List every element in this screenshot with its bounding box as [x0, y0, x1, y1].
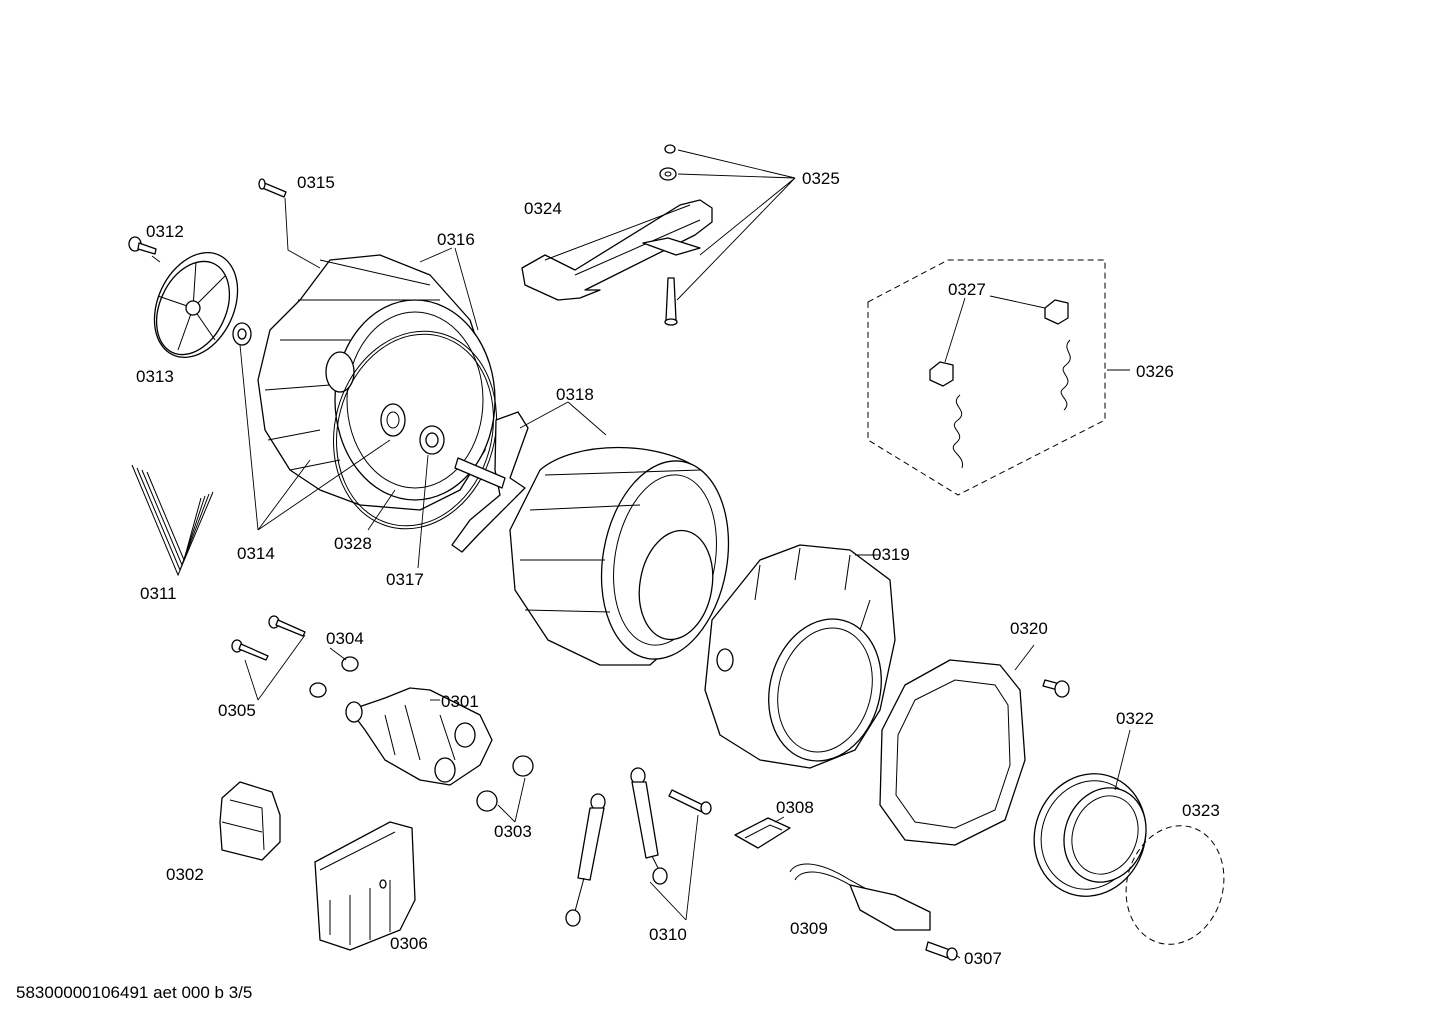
- part-0311-belt[interactable]: [131, 464, 214, 577]
- part-0308-clip[interactable]: [734, 817, 791, 849]
- part-0315-screw[interactable]: [258, 178, 287, 198]
- leader-lines: [151, 149, 1131, 959]
- part-0328-gasket[interactable]: [312, 313, 518, 548]
- part-0301-motor[interactable]: [345, 687, 493, 786]
- label-0307: 0307: [964, 949, 1002, 968]
- label-0303: 0303: [494, 822, 532, 841]
- label-0302: 0302: [166, 865, 204, 884]
- label-0301: 0301: [441, 692, 479, 711]
- label-0305: 0305: [218, 701, 256, 720]
- label-0310: 0310: [649, 925, 687, 944]
- label-0314: 0314: [237, 544, 275, 563]
- label-0326: 0326: [1136, 362, 1174, 381]
- label-0320: 0320: [1010, 619, 1048, 638]
- part-labels: 0315 0312 0316 0313 0318 0314 0328 0317 …: [136, 169, 1220, 968]
- part-0309-heater[interactable]: [789, 863, 931, 931]
- part-0303-bushings[interactable]: [476, 755, 534, 812]
- label-0328: 0328: [334, 534, 372, 553]
- label-0319: 0319: [872, 545, 910, 564]
- part-0312-screw[interactable]: [128, 236, 157, 255]
- part-0320-weight[interactable]: [879, 659, 1026, 846]
- label-0327: 0327: [948, 280, 986, 299]
- label-0313: 0313: [136, 367, 174, 386]
- label-0312: 0312: [146, 222, 184, 241]
- label-0316: 0316: [437, 230, 475, 249]
- part-0304-nuts[interactable]: [309, 656, 359, 698]
- label-0309: 0309: [790, 919, 828, 938]
- part-0323-spring-ring[interactable]: [1113, 815, 1237, 956]
- part-0302-filter[interactable]: [219, 781, 281, 861]
- part-0318-drum[interactable]: [451, 411, 743, 669]
- label-0322: 0322: [1116, 709, 1154, 728]
- part-0314-washer[interactable]: [232, 322, 252, 346]
- part-0310-shock-absorbers[interactable]: [565, 767, 712, 927]
- part-0325-fasteners[interactable]: [659, 144, 678, 326]
- label-0311: 0311: [140, 584, 177, 603]
- label-0323: 0323: [1182, 801, 1220, 820]
- label-0317: 0317: [386, 570, 424, 589]
- label-0308: 0308: [776, 798, 814, 817]
- label-0324: 0324: [524, 199, 562, 218]
- label-0306: 0306: [390, 934, 428, 953]
- part-0324-bracket[interactable]: [521, 199, 713, 301]
- part-0307-sensor[interactable]: [925, 941, 958, 961]
- label-0325: 0325: [802, 169, 840, 188]
- part-0316-tub-rear[interactable]: [257, 254, 496, 511]
- part-0319-tub-front[interactable]: [704, 544, 897, 774]
- part-0322-ring[interactable]: [1017, 758, 1163, 912]
- label-0315: 0315: [297, 173, 335, 192]
- part-0317-bearing[interactable]: [419, 425, 445, 455]
- part-0306-module[interactable]: [314, 821, 416, 951]
- part-0320-screw[interactable]: [1042, 679, 1070, 698]
- document-footer: 58300000106491 aet 000 b 3/5: [16, 983, 252, 1002]
- label-0304: 0304: [326, 629, 364, 648]
- label-0318: 0318: [556, 385, 594, 404]
- part-0326-spring-kit[interactable]: [867, 259, 1106, 496]
- part-0305-screws[interactable]: [231, 615, 306, 661]
- part-0313-pulley[interactable]: [138, 239, 253, 371]
